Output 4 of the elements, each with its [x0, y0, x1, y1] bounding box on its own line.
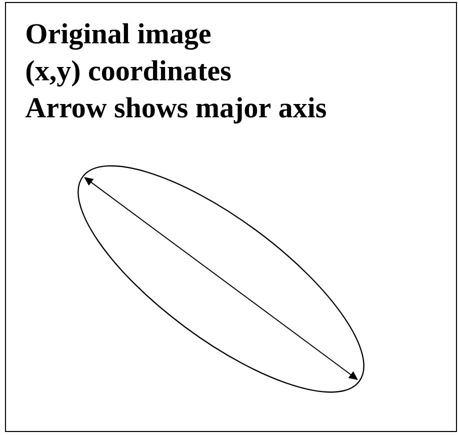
heading-text: (x,y) coordinates	[26, 60, 231, 87]
heading-text: Arrow shows major axis	[25, 97, 326, 124]
frame-box	[5, 2, 457, 432]
heading-text: Original image	[26, 23, 211, 50]
